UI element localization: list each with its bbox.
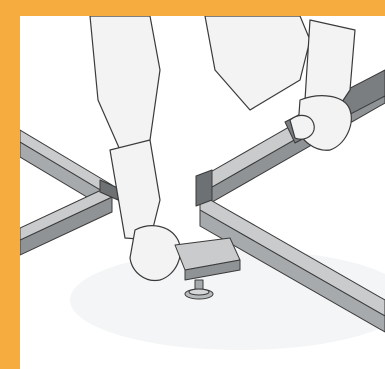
- assembly-illustration: [20, 16, 385, 369]
- illustration-panel: [20, 16, 385, 369]
